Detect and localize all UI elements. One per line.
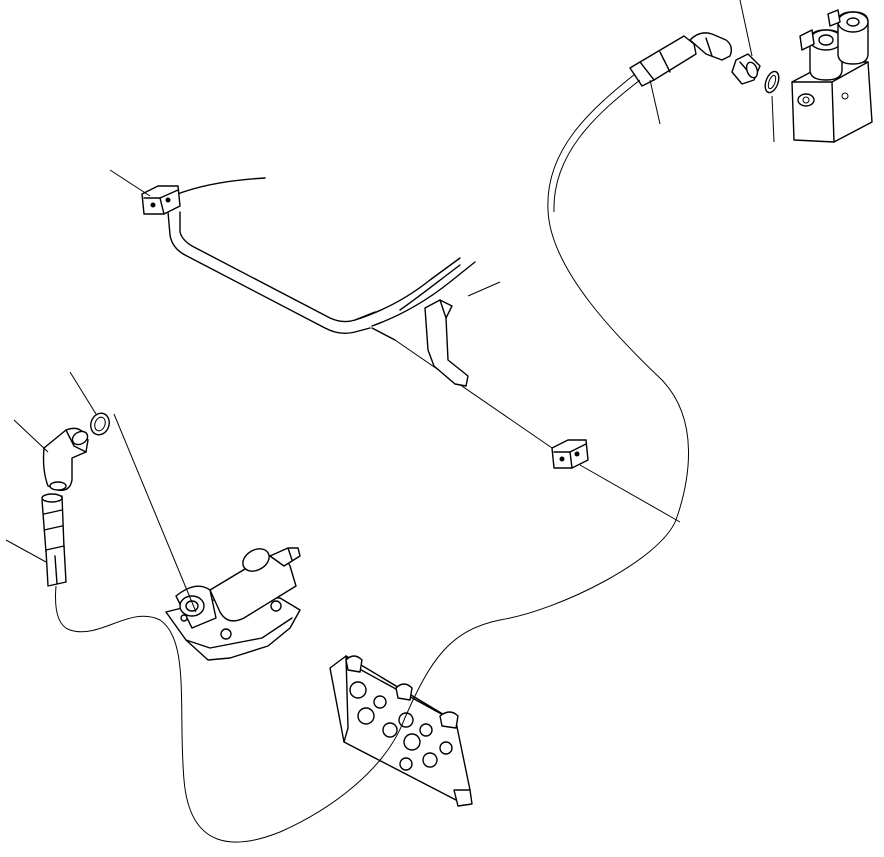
pedal-valve [165, 547, 301, 661]
hose-fitting [41, 493, 67, 587]
elbow-fitting [42, 427, 89, 491]
adapter-fitting [731, 53, 761, 85]
clamp [551, 439, 589, 469]
hose-fitting [629, 32, 733, 87]
solenoid-valve [791, 9, 873, 143]
hose [55, 73, 690, 843]
o-ring [90, 412, 110, 436]
bracket [424, 299, 469, 387]
clamp [141, 185, 181, 215]
machine-frame [167, 177, 681, 523]
o-ring [764, 70, 780, 94]
leader-lines [5, 0, 775, 613]
control-valve-block [329, 655, 473, 807]
